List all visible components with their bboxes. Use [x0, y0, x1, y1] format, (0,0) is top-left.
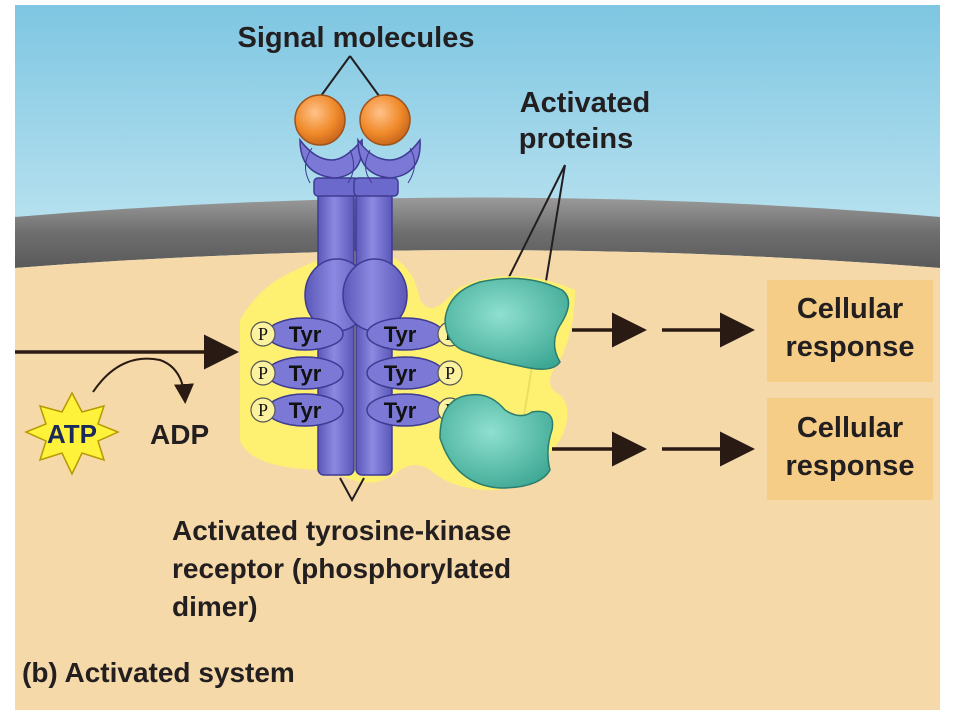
signal-molecule-right [359, 94, 411, 146]
signal-leader-lines [317, 55, 383, 101]
tyr-label: Tyr [289, 398, 322, 423]
adp-label: ADP [150, 419, 209, 450]
phosphate-icon [250, 397, 276, 423]
response-1-line1: Cellular [797, 293, 903, 325]
activated-proteins-label-line1: Activated [520, 87, 651, 119]
receptor-label-line3: dimer) [172, 591, 258, 622]
atp-burst-icon [24, 391, 120, 476]
response-2-line2: response [786, 450, 915, 482]
phosphate-icon [250, 360, 276, 386]
receptor-label-line1: Activated tyrosine-kinase [172, 515, 511, 546]
extracellular-space [15, 5, 940, 217]
receptor-leader-lines [339, 477, 365, 503]
tyr-label: Tyr [384, 361, 417, 386]
cellular-response-box-1 [767, 280, 933, 382]
cellular-response-box-2 [767, 398, 933, 500]
atp-label: ATP [47, 419, 97, 449]
phosphate-icon [437, 360, 463, 386]
activated-protein-bottom [439, 393, 554, 489]
plasma-membrane [15, 197, 940, 268]
receptor-label-line2: receptor (phosphorylated [172, 553, 511, 584]
activated-proteins-label-line2: proteins [519, 123, 633, 155]
activated-protein-top [444, 277, 570, 370]
response-2-line1: Cellular [797, 412, 903, 444]
response-1-line2: response [786, 331, 915, 363]
signal-molecules-label: Signal molecules [238, 22, 475, 54]
phosphate-label: P [445, 363, 455, 383]
tyr-group-right: Tyr Tyr Tyr P P P [366, 317, 463, 427]
signal-molecule-left [294, 94, 346, 146]
tyr-label: Tyr [289, 361, 322, 386]
tyr-label: Tyr [384, 398, 417, 423]
phosphate-label: P [258, 324, 268, 344]
phosphate-icon [250, 321, 276, 347]
phosphate-label: P [258, 400, 268, 420]
tyr-label: Tyr [384, 322, 417, 347]
tyr-label: Tyr [289, 322, 322, 347]
atp-adp-arrow [92, 357, 194, 404]
tyr-group-left: Tyr Tyr Tyr P P P [250, 317, 344, 427]
panel-caption: (b) Activated system [22, 657, 295, 688]
phosphate-label: P [258, 363, 268, 383]
